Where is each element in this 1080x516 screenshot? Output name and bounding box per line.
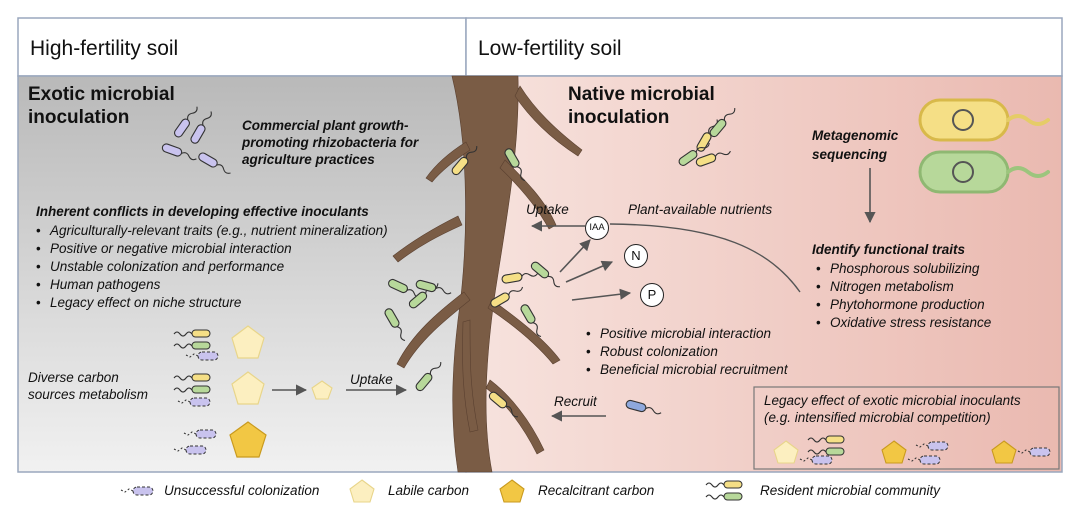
right-uptake-label: Uptake <box>526 202 569 217</box>
legend-labile-icon <box>349 479 375 503</box>
pgpr-line1: Commercial plant growth- <box>242 118 409 133</box>
yellow-bacterium-large <box>918 98 1050 142</box>
benefit-item: Robust colonization <box>586 343 788 361</box>
nitrogen-circle: N <box>624 244 648 268</box>
traits-list: Phosphorous solubilizing Nitrogen metabo… <box>816 260 991 332</box>
right-panel-title: Low-fertility soil <box>478 37 622 60</box>
conflicts-list: Agriculturally-relevant traits (e.g., nu… <box>36 222 388 312</box>
legend-recalcitrant-label: Recalcitrant carbon <box>538 483 655 498</box>
legend-unsuccessful-label: Unsuccessful colonization <box>164 483 320 498</box>
recruit-label: Recruit <box>554 394 597 409</box>
iaa-circle: IAA <box>585 216 609 240</box>
legacy-line2: (e.g. intensified microbial competition) <box>764 410 991 425</box>
left-panel-title: High-fertility soil <box>30 37 179 60</box>
trait-item: Oxidative stress resistance <box>816 314 991 332</box>
nutrients-label: Plant-available nutrients <box>628 202 773 217</box>
phosphorus-circle: P <box>640 283 664 307</box>
benefits-list: Positive microbial interaction Robust co… <box>586 325 788 379</box>
benefit-item: Beneficial microbial recruitment <box>586 361 788 379</box>
left-header-box <box>17 17 467 77</box>
exotic-heading-line1: Exotic microbial <box>28 84 175 105</box>
pgpr-line2: promoting rhizobacteria for <box>242 135 419 150</box>
legacy-box <box>753 386 1060 470</box>
metagenomic-line1: Metagenomic <box>812 128 899 143</box>
traits-title: Identify functional traits <box>812 242 966 257</box>
conflict-item: Positive or negative microbial interacti… <box>36 240 388 258</box>
conflict-item: Human pathogens <box>36 276 388 294</box>
conflict-item: Unstable colonization and performance <box>36 258 388 276</box>
pgpr-line3: agriculture practices <box>242 152 375 167</box>
benefit-item: Positive microbial interaction <box>586 325 788 343</box>
conflict-item: Agriculturally-relevant traits (e.g., nu… <box>36 222 388 240</box>
trait-item: Phosphorous solubilizing <box>816 260 991 278</box>
trait-item: Phytohormone production <box>816 296 991 314</box>
metagenomic-line2: sequencing <box>812 147 888 162</box>
conflicts-title: Inherent conflicts in developing effecti… <box>36 204 369 219</box>
green-bacterium-large <box>918 150 1050 194</box>
native-heading-line1: Native microbial <box>568 84 715 105</box>
legend-labile-label: Labile carbon <box>388 483 470 498</box>
carbon-label-line2: sources metabolism <box>28 387 149 402</box>
legend-unsuccessful-icon <box>120 486 154 496</box>
legacy-line1: Legacy effect of exotic microbial inocul… <box>764 393 1021 408</box>
root-system <box>392 75 583 473</box>
exotic-heading-line2: inoculation <box>28 107 130 128</box>
right-header-box <box>465 17 1063 77</box>
conflict-item: Legacy effect on niche structure <box>36 294 388 312</box>
legend-resident-icon <box>705 480 743 501</box>
legend-recalcitrant-icon <box>499 479 525 503</box>
trait-item: Nitrogen metabolism <box>816 278 991 296</box>
legend-resident-label: Resident microbial community <box>760 483 941 498</box>
native-heading-line2: inoculation <box>568 107 670 128</box>
carbon-label-line1: Diverse carbon <box>28 370 119 385</box>
left-uptake-label: Uptake <box>350 372 393 387</box>
